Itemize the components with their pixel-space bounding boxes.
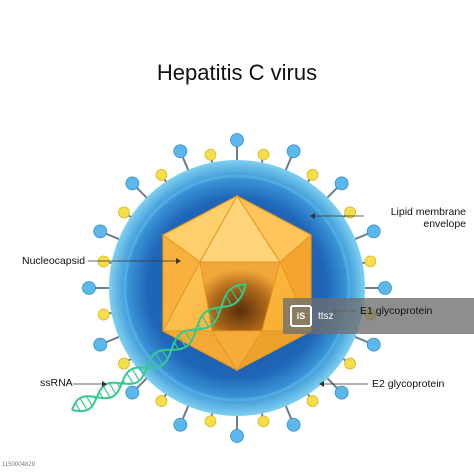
- arrowhead-lipid: [310, 213, 315, 219]
- rna-backbone: [71, 283, 247, 413]
- istock-logo-icon: iS: [290, 305, 312, 327]
- label-lipid-membrane-envelope: Lipid membrane envelope: [366, 206, 466, 230]
- e1-glycoprotein-head: [306, 395, 319, 407]
- e2-glycoprotein-head: [173, 144, 188, 159]
- rna-base-pair: [79, 397, 88, 411]
- e1-glycoprotein-head: [257, 148, 270, 161]
- glycoprotein-heads: [82, 133, 392, 443]
- e1-glycoprotein-head: [118, 357, 130, 370]
- rna-base-pair: [138, 367, 145, 375]
- e1-glycoprotein-head: [344, 206, 356, 219]
- arrowhead-ssrna: [102, 381, 107, 387]
- e2-glycoprotein-head: [334, 176, 349, 191]
- e1-glycoprotein-head: [155, 395, 168, 407]
- e2-glycoprotein-head: [366, 224, 381, 239]
- e1-glycoprotein-head: [306, 169, 319, 181]
- arrowhead-e2: [319, 381, 324, 387]
- e2-glycoprotein-head: [125, 385, 140, 400]
- label-nucleocapsid: Nucleocapsid: [22, 255, 86, 267]
- e1-glycoprotein-head: [204, 415, 217, 428]
- e2-glycoprotein-head: [230, 133, 244, 147]
- rna-base-pair: [173, 341, 180, 350]
- envelope-inner-rim: [123, 174, 351, 402]
- e2-glycoprotein-head: [230, 429, 244, 443]
- stock-image-id: 1150004829: [2, 462, 35, 468]
- e1-glycoprotein-head: [364, 255, 377, 268]
- e2-glycoprotein-head: [366, 337, 381, 352]
- label-e2-glycoprotein: E2 glycoprotein: [372, 378, 445, 390]
- e1-glycoprotein-head: [97, 255, 110, 268]
- rna-base-pair: [108, 382, 117, 395]
- label-ssrna: ssRNA: [40, 377, 73, 389]
- rna-base-pair: [126, 372, 134, 384]
- rna-base-pair: [207, 310, 216, 323]
- e2-glycoprotein-head: [93, 337, 108, 352]
- e1-glycoprotein-head: [118, 206, 130, 219]
- rna-base-pair: [150, 358, 157, 368]
- e2-glycoprotein-head: [82, 281, 96, 295]
- e2-glycoprotein-head: [378, 281, 392, 295]
- watermark-banner: [283, 298, 474, 334]
- rna-backbone: [71, 283, 247, 411]
- capsid-face-left: [162, 234, 201, 332]
- rna-base-pair: [85, 395, 93, 407]
- e2-glycoprotein-head: [286, 144, 301, 159]
- rna-base-pair: [201, 315, 210, 328]
- watermark-credit: ttsz: [318, 311, 334, 322]
- e2-glycoprotein-head: [125, 176, 140, 191]
- label-lipid-line2: envelope: [423, 218, 466, 230]
- e2-glycoprotein-head: [334, 385, 349, 400]
- rna-base-pair: [154, 352, 164, 366]
- rna-base-pair: [131, 368, 140, 381]
- e1-glycoprotein-head: [344, 357, 356, 370]
- e1-glycoprotein-head: [257, 415, 270, 428]
- rna-base-pair: [161, 349, 168, 360]
- rna-base-pair: [102, 385, 111, 398]
- diagram-title: Hepatitis C virus: [156, 60, 318, 85]
- e1-glycoprotein-head: [97, 308, 110, 321]
- e2-glycoprotein-head: [286, 417, 301, 432]
- rna-base-pair: [184, 330, 192, 342]
- rna-base-pair: [225, 295, 233, 306]
- e2-glycoprotein-head: [93, 224, 108, 239]
- ssrna-strand: [71, 283, 247, 413]
- label-e1-glycoprotein: E1 glycoprotein: [360, 305, 433, 317]
- e2-glycoprotein-head: [173, 417, 188, 432]
- rna-base-pair: [230, 288, 239, 302]
- e1-glycoprotein-head: [204, 148, 217, 161]
- e1-glycoprotein-head: [155, 169, 168, 181]
- arrowhead-nucleocapsid: [176, 258, 181, 264]
- label-lipid-line1: Lipid membrane: [390, 206, 466, 218]
- nucleocapsid: [162, 194, 312, 372]
- capsid-face-bottom: [211, 330, 263, 371]
- rna-base-pair: [74, 402, 81, 412]
- rna-base-pair: [237, 285, 244, 294]
- rna-base-pair: [178, 334, 187, 348]
